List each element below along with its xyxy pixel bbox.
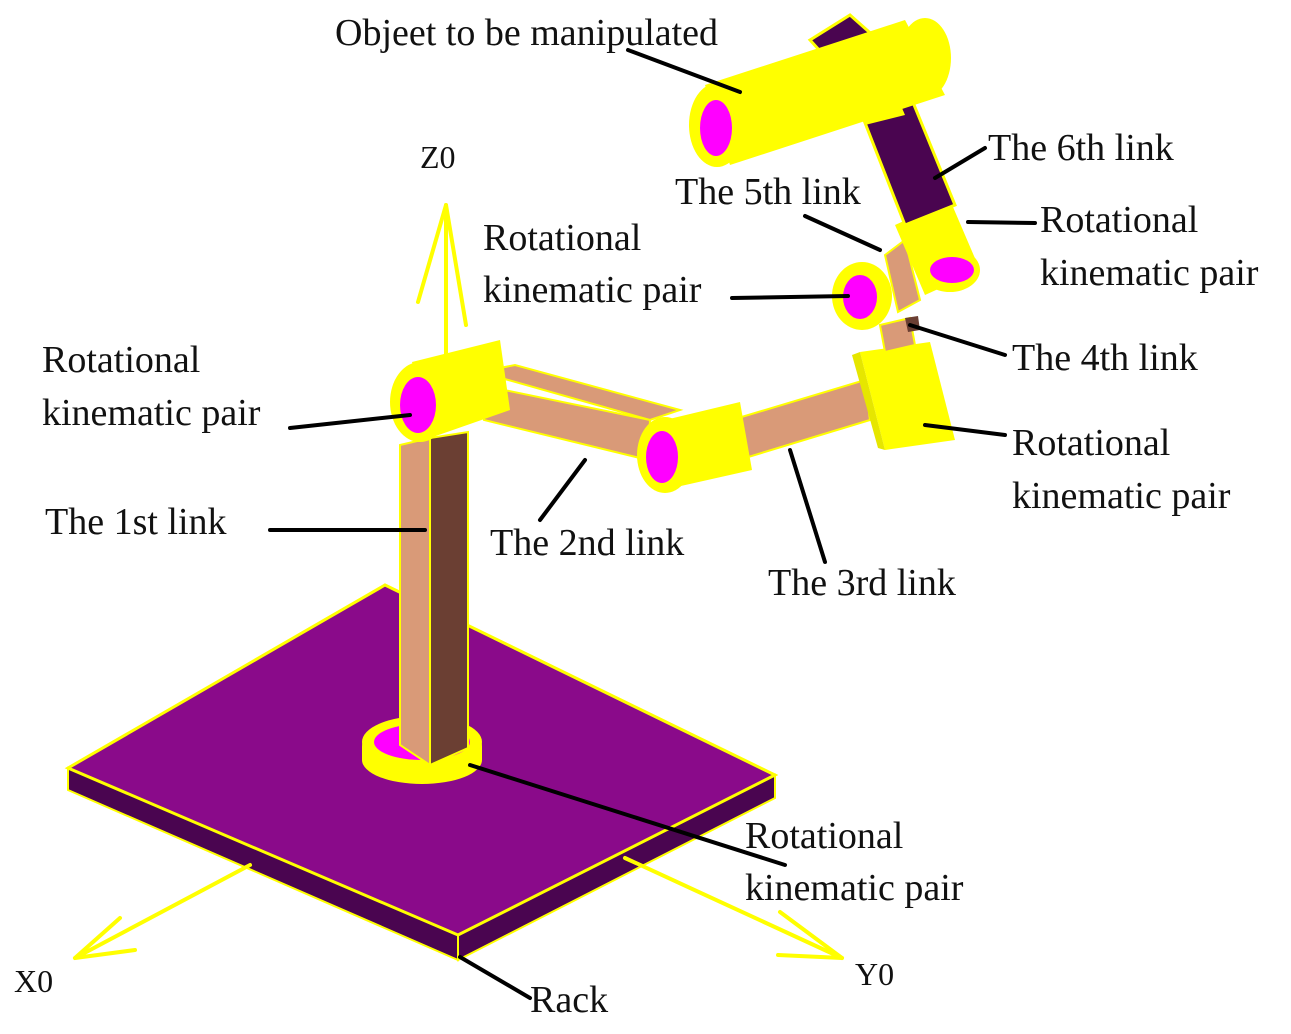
label-pair-left-line1: Rotational	[42, 339, 200, 381]
x-axis-line	[73, 863, 252, 960]
label-pair-upper-mid-line2: kinematic pair	[483, 269, 702, 311]
object-cylinder-back	[899, 18, 951, 98]
label-link1: The 1st link	[45, 501, 227, 543]
leader-rack	[458, 955, 532, 1000]
label-object: Objeet to be manipulated	[335, 12, 718, 54]
upper-right-rotational-joint	[895, 200, 980, 295]
shoulder-rotational-joint	[390, 340, 510, 442]
label-axis-x: X0	[14, 963, 53, 999]
labels: Objeet to be manipulated The 6th link Th…	[14, 12, 1259, 1021]
manipulated-object	[689, 18, 951, 167]
link-4-body	[878, 316, 917, 354]
leader-pair-left	[288, 413, 412, 430]
base-joint-ring	[362, 742, 482, 784]
label-link4: The 4th link	[1012, 337, 1198, 379]
leader-link6	[933, 146, 987, 180]
leader-link3	[788, 448, 827, 564]
label-link5: The 5th link	[675, 171, 861, 213]
y-axis-arrowhead	[776, 910, 844, 960]
wrist-rotational-joint	[852, 342, 955, 450]
label-axis-y: Y0	[855, 956, 894, 992]
leader-object	[626, 48, 742, 94]
leader-pair-upper-right	[966, 220, 1037, 225]
upper-right-joint-face	[930, 257, 974, 283]
leader-link4	[908, 323, 1007, 357]
upper-rotational-joint	[832, 262, 892, 330]
shoulder-joint-face	[400, 377, 436, 433]
object-cylinder-face	[700, 100, 732, 156]
label-pair-right-mid-line2: kinematic pair	[1012, 475, 1231, 517]
leader-link2	[538, 458, 587, 522]
label-pair-upper-right-line2: kinematic pair	[1040, 252, 1259, 294]
wrist-block-front	[852, 352, 885, 450]
z-axis-arrowhead	[416, 203, 468, 327]
label-pair-right-mid-line1: Rotational	[1012, 422, 1170, 464]
leader-pair-right-mid	[923, 423, 1007, 437]
link-1-front	[399, 436, 431, 767]
leader-link5	[803, 214, 882, 252]
label-pair-base-line1: Rotational	[745, 815, 903, 857]
y-axis-line	[623, 856, 844, 960]
link-1	[399, 430, 469, 767]
label-pair-upper-right-line1: Rotational	[1040, 199, 1198, 241]
wrist-block-side	[860, 342, 955, 450]
elbow-rotational-joint	[637, 402, 752, 493]
link-1-side	[429, 430, 469, 767]
link-5-body	[883, 238, 922, 314]
leader-pair-base	[468, 763, 787, 867]
label-link6: The 6th link	[988, 127, 1174, 169]
coordinate-axes	[73, 203, 844, 960]
upper-joint-face	[843, 275, 877, 319]
x-axis-arrowhead	[73, 916, 137, 960]
label-axis-z: Z0	[420, 139, 456, 175]
label-rack: Rack	[530, 979, 608, 1021]
label-link3: The 3rd link	[768, 562, 956, 604]
elbow-joint-face	[646, 431, 678, 483]
label-link2: The 2nd link	[490, 522, 684, 564]
link-5	[883, 238, 922, 314]
label-pair-left-line2: kinematic pair	[42, 392, 261, 434]
object-cylinder-body	[705, 20, 945, 165]
leader-pair-upper-mid	[730, 294, 850, 300]
leader-lines	[268, 48, 1037, 1000]
label-pair-base-line2: kinematic pair	[745, 867, 964, 909]
label-pair-upper-mid-line1: Rotational	[483, 217, 641, 259]
